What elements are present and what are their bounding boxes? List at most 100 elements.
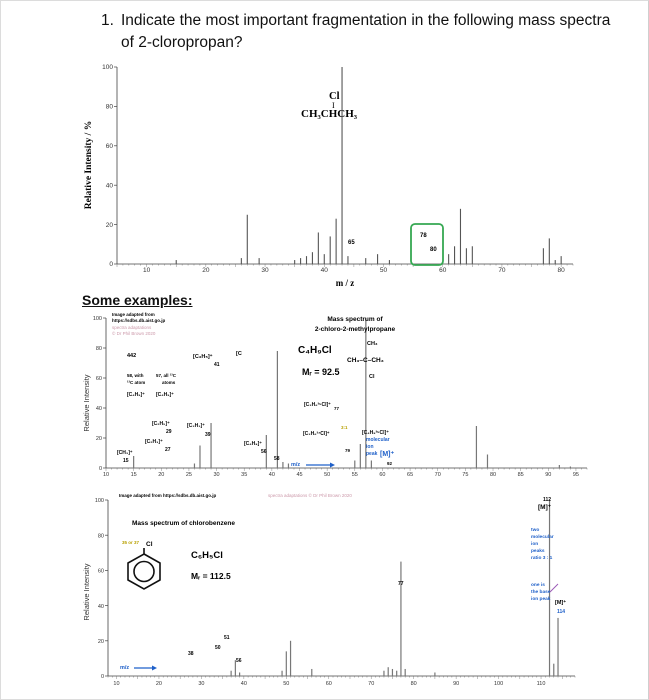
s3-formula: C₆H₅Cl [191, 550, 223, 561]
s3-two-3: ion [531, 541, 538, 547]
s2-xtick-label: 25 [186, 472, 192, 478]
s2-label-29: 29 [166, 429, 172, 435]
s3-two-5: ratio 3 : 1 [531, 555, 553, 561]
s3-xtick-label: 70 [368, 681, 374, 687]
s2-credit-1: spectra adaptations [112, 325, 152, 330]
s2-label-57all: 57, all ¹³C [156, 373, 177, 378]
examples-heading: Some examples: [82, 292, 193, 308]
s3-cl: Cl [146, 541, 153, 548]
s3-xtick-label: 50 [283, 681, 289, 687]
s2-ytick-label: 20 [96, 436, 102, 442]
s2-label-c3h3: [C₃H₃]⁺ [187, 423, 205, 429]
s3-source: Image adapted from https://sdbs.db.aist.… [119, 493, 217, 498]
s2-ytick-label: 60 [96, 376, 102, 382]
s1-xtick-label: 70 [498, 267, 506, 274]
question-number: 1. [101, 12, 114, 29]
s2-ytick-label: 0 [99, 466, 102, 472]
s1-ytick-label: 40 [106, 182, 114, 189]
s3-ytick-label: 60 [98, 569, 104, 575]
s1-x-axis-label: m / z [336, 278, 355, 288]
s2-xtick-label: 85 [518, 472, 524, 478]
s2-source-2: https://sdbs.db.aist.go.jp [112, 318, 165, 323]
s3-label-38: 38 [188, 651, 194, 657]
s2-label-13catom: ¹³C atom [127, 380, 145, 385]
s3-xtick-label: 90 [453, 681, 459, 687]
s2-label-58with: 58, with [127, 373, 144, 378]
s3-cl-isotope: 35 or 37 [122, 540, 140, 545]
s1-ytick-label: 100 [102, 64, 113, 71]
s2-credit-2: © Dr Phil Brown 2020 [112, 330, 156, 336]
s2-label-c4h8: [C₄H₈]⁺ [244, 441, 262, 447]
s2-xtick-label: 65 [407, 472, 413, 478]
s3-xtick-label: 40 [241, 681, 247, 687]
s2-source-1: Image adapted from [112, 312, 155, 317]
s2-xtick-label: 55 [352, 472, 358, 478]
s2-label-15: 15 [123, 458, 129, 464]
s3-label-77: 77 [398, 581, 404, 587]
s2-label-mplus: [M]⁺ [380, 451, 394, 458]
s3-ytick-label: 20 [98, 639, 104, 645]
s1-xtick-label: 60 [439, 267, 447, 274]
s2-ytick-label: 100 [93, 316, 102, 322]
s2-title-1: Mass spectrum of [327, 316, 383, 323]
s1-xtick-label: 30 [261, 267, 269, 274]
s2-label-c2h5: [C₂H₅]⁺ [152, 421, 170, 427]
s2-mr: Mᵣ = 92.5 [302, 367, 340, 377]
s3-y-axis-label: Relative Intensity [82, 563, 91, 620]
benzene-ring-icon [127, 548, 161, 590]
s1-y-axis-label: Relative Intensity / % [84, 121, 94, 209]
s2-xtick-label: 50 [324, 472, 330, 478]
s3-label-56: 56 [236, 658, 242, 664]
s3-label-50: 50 [215, 645, 221, 651]
s1-xtick-label: 80 [558, 267, 566, 274]
s2-label-atoms: atoms [162, 380, 176, 385]
s2-struct-row: CH₃–C–CH₃ [347, 357, 384, 364]
s1-xtick-label: 50 [380, 267, 388, 274]
s2-formula: C₄H₉Cl [298, 345, 332, 356]
s2-xtick-label: 10 [103, 472, 109, 478]
s2-label-c4h9-b: [C₄H₉]⁺ [156, 392, 174, 398]
s2-xtick-label: 60 [379, 472, 385, 478]
s2-y-axis-label: Relative Intensity [82, 374, 91, 431]
s3-xtick-label: 20 [156, 681, 162, 687]
s2-label-c3h5: [C₃H₅]⁺ [193, 353, 213, 360]
s3-xtick-label: 10 [113, 681, 119, 687]
s2-ytick-label: 40 [96, 406, 102, 412]
s3-one-1: one is [531, 582, 545, 588]
s3-ytick-label: 40 [98, 604, 104, 610]
s3-title: Mass spectrum of chlorobenzene [132, 520, 235, 527]
s2-struct-cl: Cl [369, 374, 375, 380]
s2-xtick-label: 15 [131, 472, 137, 478]
s3-label-m114: [M]⁺ [555, 599, 566, 606]
s3-two-1: two [531, 527, 539, 533]
s3-label-114: 114 [557, 609, 565, 615]
s2-label-c3h6cl-77: [C₃H₆³⁵Cl]⁺ [304, 402, 331, 408]
s2-label-41: 41 [214, 362, 220, 368]
s2-label-c2h3: [C₂H₃]⁺ [145, 439, 163, 445]
s1-peak-label-80: 80 [430, 247, 437, 253]
s2-title-2: 2-chloro-2-methylpropane [315, 326, 396, 333]
s2-label-ratio: 3:1 [341, 425, 348, 430]
s1-ytick-label: 20 [106, 222, 114, 229]
s3-two-4: peaks [531, 548, 545, 554]
s3-one-2: the base [531, 589, 551, 595]
s2-label-39: 39 [205, 432, 211, 438]
s2-xtick-label: 35 [241, 472, 247, 478]
s1-structure-main: CH₃CHCH₃ [301, 108, 358, 120]
s3-xtick-label: 30 [198, 681, 204, 687]
s2-ytick-label: 80 [96, 346, 102, 352]
s3-one-arrow [549, 583, 559, 593]
s2-xtick-label: 30 [214, 472, 220, 478]
s2-struct-ch3: CH₃ [367, 341, 378, 347]
s1-peak-label-78: 78 [420, 233, 427, 239]
s2-label-56: 56 [261, 449, 267, 455]
s1-ytick-label: 80 [106, 104, 114, 111]
s3-two-2: molecular [531, 534, 554, 540]
s2-label-58: 58 [274, 456, 280, 462]
s3-xtick-label: 110 [537, 681, 546, 687]
s2-xtick-label: 70 [435, 472, 441, 478]
s2-label-77: 77 [334, 406, 340, 411]
